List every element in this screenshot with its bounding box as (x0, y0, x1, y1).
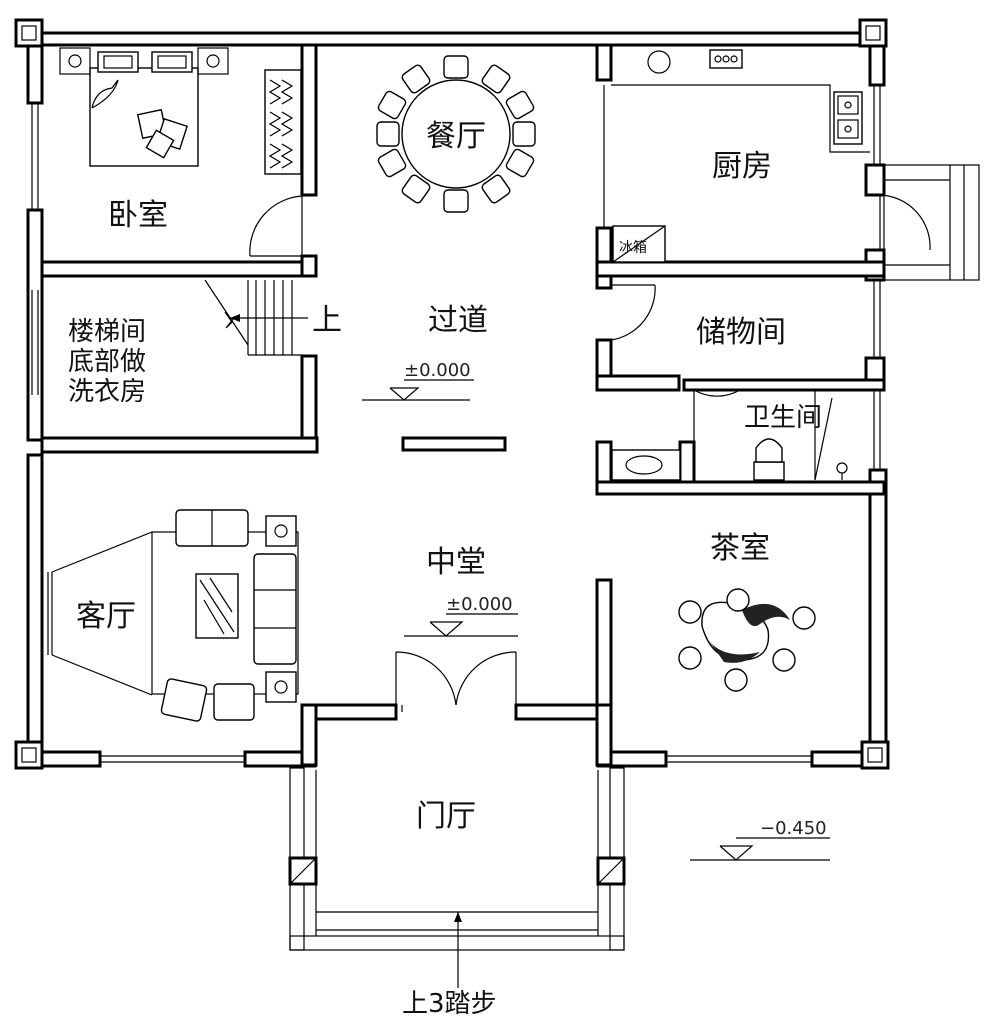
elevation-marker-corridor (362, 379, 474, 401)
room-label-foyer: 门厅 (416, 799, 476, 834)
corner-columns (14, 18, 890, 770)
room-label-stair-3: 洗衣房 (68, 377, 146, 407)
room-label-bedroom: 卧室 (108, 198, 168, 233)
refrigerator-label: 冰箱 (619, 240, 647, 256)
elevation-exterior: −0.450 (760, 818, 827, 839)
elevation-marker-hall (404, 613, 518, 637)
tea-table-set (678, 588, 816, 692)
room-label-storage: 储物间 (696, 315, 786, 350)
room-label-tea-room: 茶室 (710, 531, 770, 566)
refrigerator (612, 225, 666, 263)
room-label-hall: 中堂 (426, 545, 486, 580)
interior-walls (40, 43, 886, 767)
wardrobe (264, 69, 302, 175)
bed (59, 47, 229, 167)
doors (249, 194, 931, 712)
room-label-stair-1: 楼梯间 (68, 317, 146, 347)
elevation-marker-exterior (690, 837, 830, 861)
room-label-bathroom: 卫生间 (744, 403, 822, 433)
living-room-furniture (47, 509, 299, 722)
dining-table (376, 55, 536, 213)
elevation-corridor: ±0.000 (404, 360, 471, 381)
room-label-living: 客厅 (76, 599, 136, 634)
elevation-hall: ±0.000 (446, 594, 513, 615)
room-label-stair-2: 底部做 (68, 347, 146, 377)
porch (288, 767, 626, 988)
room-label-dining: 餐厅 (426, 119, 486, 154)
stairs (204, 279, 308, 356)
bathroom-fixtures (611, 390, 848, 481)
kitchen-steps (883, 164, 980, 281)
room-label-corridor: 过道 (428, 303, 488, 338)
room-label-kitchen: 厨房 (712, 149, 772, 184)
windows (31, 85, 881, 763)
entrance-steps-label: 上3踏步 (402, 989, 497, 1019)
stair-up-label: 上 (312, 303, 342, 338)
kitchen-counter (603, 49, 870, 228)
